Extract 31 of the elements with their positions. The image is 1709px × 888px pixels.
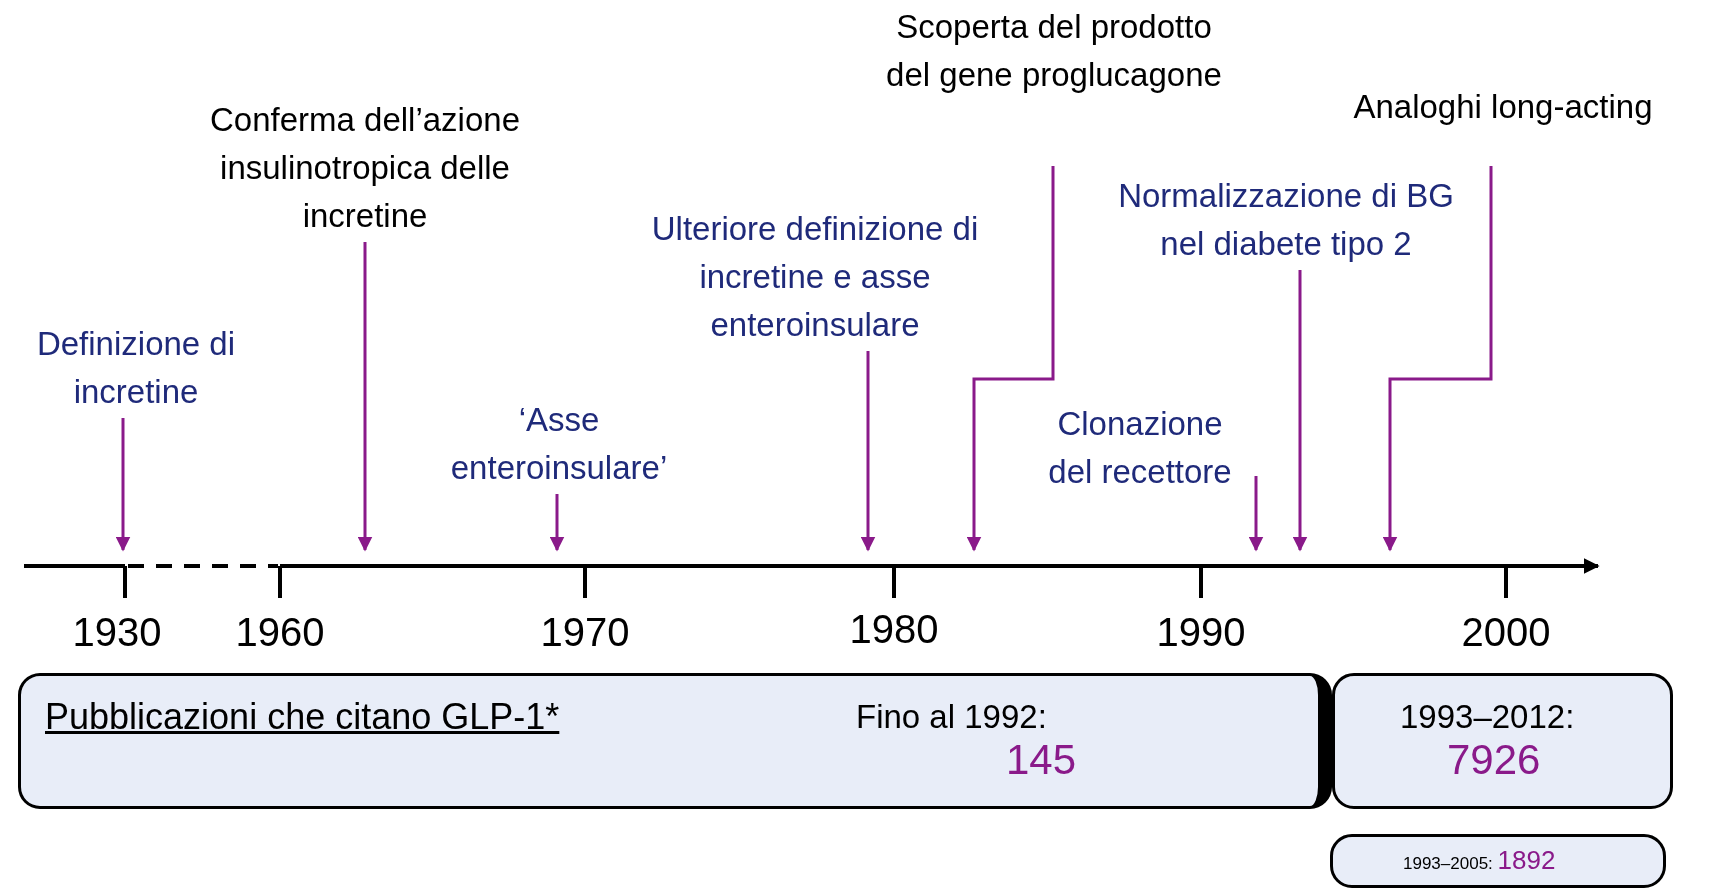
arrow (549, 494, 565, 552)
event-label: Ulteriore definizione di incretine e asse enteroinsulare (642, 205, 988, 349)
event-label: Scoperta del prodotto del gene proglucagone (881, 3, 1227, 99)
year-label: 1990 (1155, 610, 1247, 655)
panel-title: Pubblicazioni che citano GLP-1* (45, 696, 560, 738)
publications-panel (1330, 834, 1666, 888)
arrow (115, 418, 131, 552)
event-label: Analoghi long-acting (1313, 83, 1693, 131)
year-label: 1930 (71, 610, 163, 655)
arrow (1248, 476, 1264, 552)
period-count: 1993–2005: 1892 (1403, 845, 1556, 876)
year-label: 1960 (234, 610, 326, 655)
year-label: 2000 (1460, 610, 1552, 655)
year-label: 1970 (539, 610, 631, 655)
count-value: 145 (1006, 736, 1077, 784)
publications-panel (18, 673, 1332, 809)
event-label: Definizione di incretine (1, 320, 271, 416)
arrow (1292, 270, 1308, 552)
arrow (966, 166, 1055, 552)
arrow (1382, 166, 1493, 552)
period-label: 1993–2012: (1400, 698, 1575, 736)
publications-panel (1332, 673, 1673, 809)
period-label: Fino al 1992: (856, 698, 1047, 736)
event-label: Conferma dell’azione insulinotropica delle incretine (205, 96, 525, 240)
year-label: 1980 (848, 607, 940, 652)
arrow (357, 242, 373, 552)
event-label: Clonazione del recettore (1035, 400, 1245, 496)
arrow (860, 351, 876, 552)
event-label: Normalizzazione di BG nel diabete tipo 2 (1111, 172, 1461, 268)
count-value: 7926 (1447, 736, 1541, 784)
event-label: ‘Asse enteroinsulare’ (409, 396, 709, 492)
